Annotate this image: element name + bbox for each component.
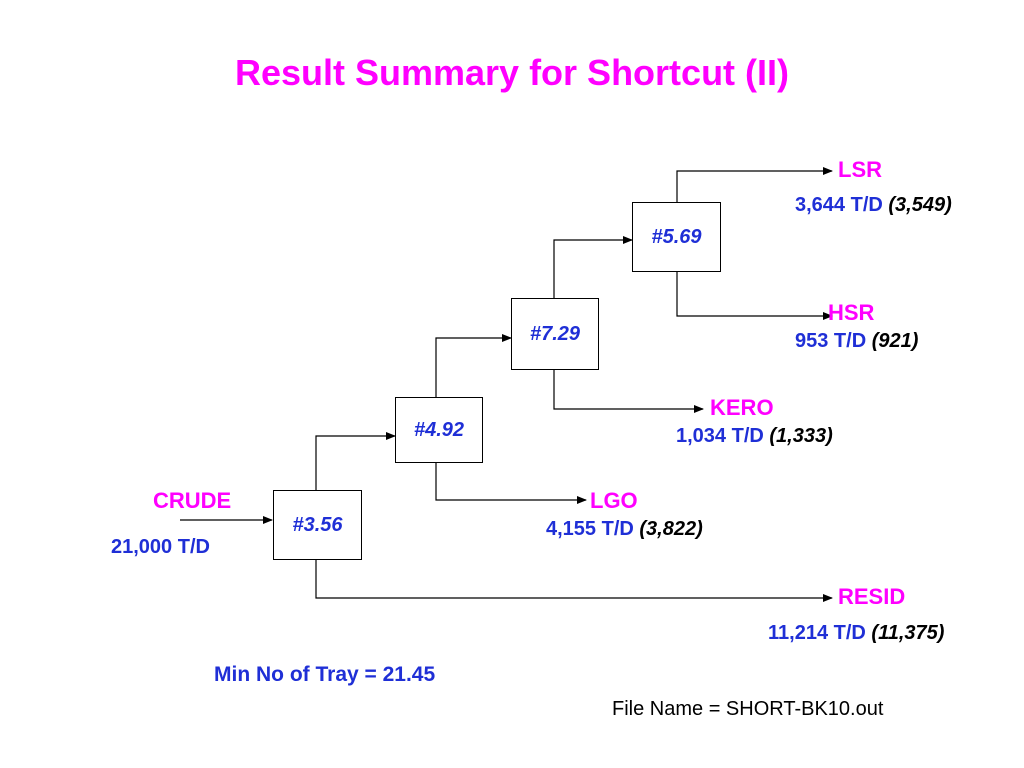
product-resid-flow: 11,214 T/D (11,375) — [768, 622, 944, 645]
feed-rate: 21,000 T/D — [111, 536, 210, 558]
product-lgo-flow: 4,155 T/D (3,822) — [546, 518, 703, 541]
file-name-note: File Name = SHORT-BK10.out — [612, 698, 884, 720]
col3-to-kero-arrow — [553, 370, 704, 413]
col4-to-lsr-arrow — [676, 167, 833, 202]
col1-to-col2-arrow — [315, 432, 396, 490]
product-hsr-ref: (921) — [871, 330, 919, 352]
col2-to-lgo-arrow — [435, 463, 587, 504]
product-resid-name: RESID — [838, 584, 906, 609]
column-box-3: #7.29 — [511, 298, 599, 370]
product-lgo-name: LGO — [590, 488, 638, 513]
product-kero-rate: 1,034 T/D — [676, 425, 764, 447]
product-kero-ref: (1,333) — [769, 425, 833, 447]
product-hsr-name: HSR — [828, 300, 875, 325]
feed-name: CRUDE — [153, 488, 232, 513]
product-resid-ref: (11,375) — [871, 622, 945, 644]
product-lsr-flow: 3,644 T/D (3,549) — [795, 194, 952, 217]
page-title: Result Summary for Shortcut (II) — [234, 52, 790, 93]
product-kero-flow: 1,034 T/D (1,333) — [676, 425, 833, 448]
column-box-2: #4.92 — [395, 397, 483, 463]
col3-to-col4-arrow — [553, 236, 633, 298]
min-tray-note: Min No of Tray = 21.45 — [214, 663, 436, 686]
product-lgo-ref: (3,822) — [639, 518, 703, 540]
product-lgo-rate: 4,155 T/D — [546, 518, 634, 540]
col2-to-col3-arrow — [435, 334, 512, 397]
product-lsr-ref: (3,549) — [888, 194, 952, 216]
column-box-4: #5.69 — [632, 202, 721, 272]
column-box-1: #3.56 — [273, 490, 362, 560]
product-hsr-flow: 953 T/D (921) — [795, 330, 918, 353]
col1-to-resid-arrow — [315, 560, 833, 602]
product-kero-name: KERO — [710, 395, 774, 420]
product-hsr-rate: 953 T/D — [795, 330, 867, 352]
product-resid-rate: 11,214 T/D — [768, 622, 866, 644]
product-lsr-rate: 3,644 T/D — [795, 194, 883, 216]
product-lsr-name: LSR — [838, 157, 882, 182]
col4-to-hsr-arrow — [676, 272, 833, 320]
